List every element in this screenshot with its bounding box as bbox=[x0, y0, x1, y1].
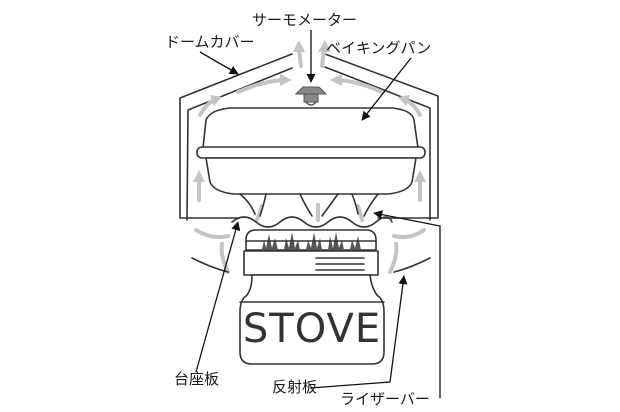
airflow-arrows bbox=[193, 40, 426, 274]
label-reflector: 反射板 bbox=[272, 378, 317, 396]
label-baking-pan: ベイキングパン bbox=[326, 39, 431, 57]
dome-cover bbox=[179, 53, 439, 221]
trivet bbox=[239, 193, 379, 217]
baking-pan bbox=[196, 107, 426, 195]
base-plate bbox=[231, 216, 393, 228]
label-riser-bar: ライザーバー bbox=[340, 390, 430, 408]
reflector-plate bbox=[191, 257, 431, 273]
burner-flames bbox=[245, 229, 377, 251]
label-base-plate: 台座板 bbox=[174, 370, 219, 388]
label-dome-cover: ドームカバー bbox=[165, 33, 255, 51]
label-thermometer: サーモメーター bbox=[252, 11, 357, 29]
stove-text: STOVE bbox=[243, 306, 381, 352]
stove bbox=[239, 250, 385, 365]
thermometer bbox=[294, 86, 328, 106]
